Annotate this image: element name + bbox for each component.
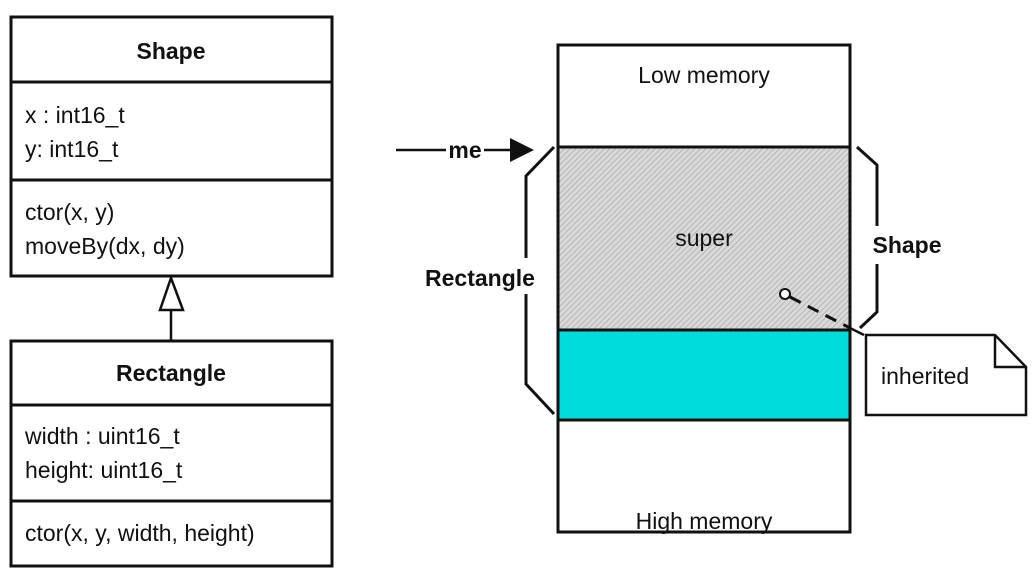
shape-class-box: Shape x : int16_t y: int16_t ctor(x, y) … (9, 15, 334, 278)
super-label: super (675, 225, 733, 251)
brace-line (855, 145, 879, 226)
inherited-note: inherited (779, 288, 1028, 417)
shape-operation: ctor(x, y) (25, 199, 114, 225)
rectangle-attribute: height: uint16_t (25, 457, 183, 483)
note-connector (789, 295, 851, 330)
me-pointer: me (396, 137, 534, 163)
rectangle-brace-label: Rectangle (425, 265, 535, 291)
arrow-right-icon (510, 138, 534, 162)
shape-operation: moveBy(dx, dy) (25, 233, 185, 259)
shape-brace-label: Shape (872, 232, 941, 258)
rectangle-extension-region (558, 330, 850, 420)
rectangle-class-border (9, 339, 334, 568)
brace-line (524, 294, 556, 416)
rectangle-operation: ctor(x, y, width, height) (25, 520, 255, 546)
super-region (558, 147, 850, 330)
shape-class-name: Shape (136, 38, 205, 64)
rectangle-attribute: width : uint16_t (24, 423, 180, 449)
rectangle-class-name: Rectangle (116, 360, 226, 386)
note-fold-icon (993, 335, 1026, 369)
high-memory-region (558, 420, 850, 532)
brace-line (524, 145, 556, 258)
note-connector (849, 326, 865, 337)
shape-attribute: y: int16_t (25, 136, 119, 162)
shape-brace: Shape (855, 145, 942, 330)
me-pointer-label: me (448, 137, 481, 163)
anchor-circle-icon (779, 288, 791, 300)
low-memory-label: Low memory (638, 62, 770, 88)
note-label: inherited (881, 363, 969, 389)
memory-block-border (556, 43, 852, 534)
generalization-arrow (158, 274, 185, 340)
note-box (864, 333, 1028, 417)
brace-line (858, 264, 879, 330)
inheritance-triangle-icon (158, 274, 185, 312)
low-memory-region (558, 45, 850, 147)
memory-layout: Low memory super High memory (556, 43, 852, 534)
rectangle-class-box: Rectangle width : uint16_t height: uint1… (9, 339, 334, 568)
shape-attribute: x : int16_t (25, 102, 125, 128)
high-memory-label: High memory (636, 508, 773, 534)
rectangle-brace: Rectangle (425, 145, 556, 416)
